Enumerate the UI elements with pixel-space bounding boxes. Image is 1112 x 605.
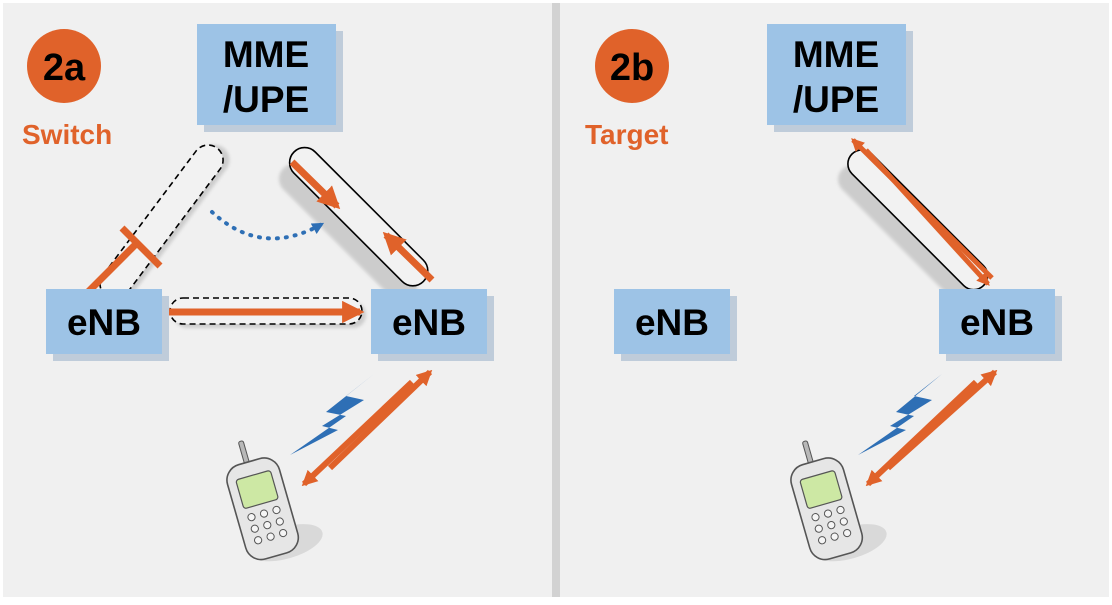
- enb-right-node-b: [939, 289, 1055, 354]
- badge-2b: [595, 29, 669, 103]
- enb-right-node: [371, 289, 487, 354]
- tunnel-downlink-arrow: [864, 148, 990, 286]
- panel-2b-label: Target: [585, 119, 669, 150]
- enb-right-label-b: eNB: [960, 302, 1034, 343]
- radio-downlink-arrow: [301, 379, 415, 487]
- upe-label: /UPE: [223, 79, 309, 120]
- mme-label-b: MME: [793, 34, 879, 75]
- enb-left-label: eNB: [67, 302, 141, 343]
- enb-left-node-b: [614, 289, 730, 354]
- path-release-bar: [119, 225, 163, 269]
- mme-label: MME: [223, 34, 309, 75]
- radio-uplink-arrow: [327, 369, 433, 471]
- enb-left-node: [46, 289, 162, 354]
- radio-downlink-arrow-b: [865, 379, 979, 487]
- mme-upe-node-b: [767, 24, 906, 125]
- panel-2a-content: 2a Switch MME /UPE eNB: [22, 24, 494, 562]
- released-path-line: [85, 239, 141, 295]
- enb-left-label-b: eNB: [635, 302, 709, 343]
- mobile-phone-icon: [226, 440, 323, 562]
- enb-right-label: eNB: [392, 302, 466, 343]
- badge-2a: [27, 29, 101, 103]
- panel-2a-label: Switch: [22, 119, 112, 150]
- badge-2a-text: 2a: [43, 47, 86, 89]
- badge-2b-text: 2b: [610, 47, 654, 89]
- mme-upe-node: [197, 24, 336, 125]
- upe-label-b: /UPE: [793, 79, 879, 120]
- panel-2b-content: 2b Target MME /UPE eNB eNB: [585, 24, 1062, 562]
- downlink-arrow-mme-to-enb: [289, 159, 341, 210]
- mobile-phone-icon-b: [790, 440, 887, 562]
- panel-divider: [552, 3, 560, 597]
- uplink-arrow-enb-to-mme: [382, 231, 435, 283]
